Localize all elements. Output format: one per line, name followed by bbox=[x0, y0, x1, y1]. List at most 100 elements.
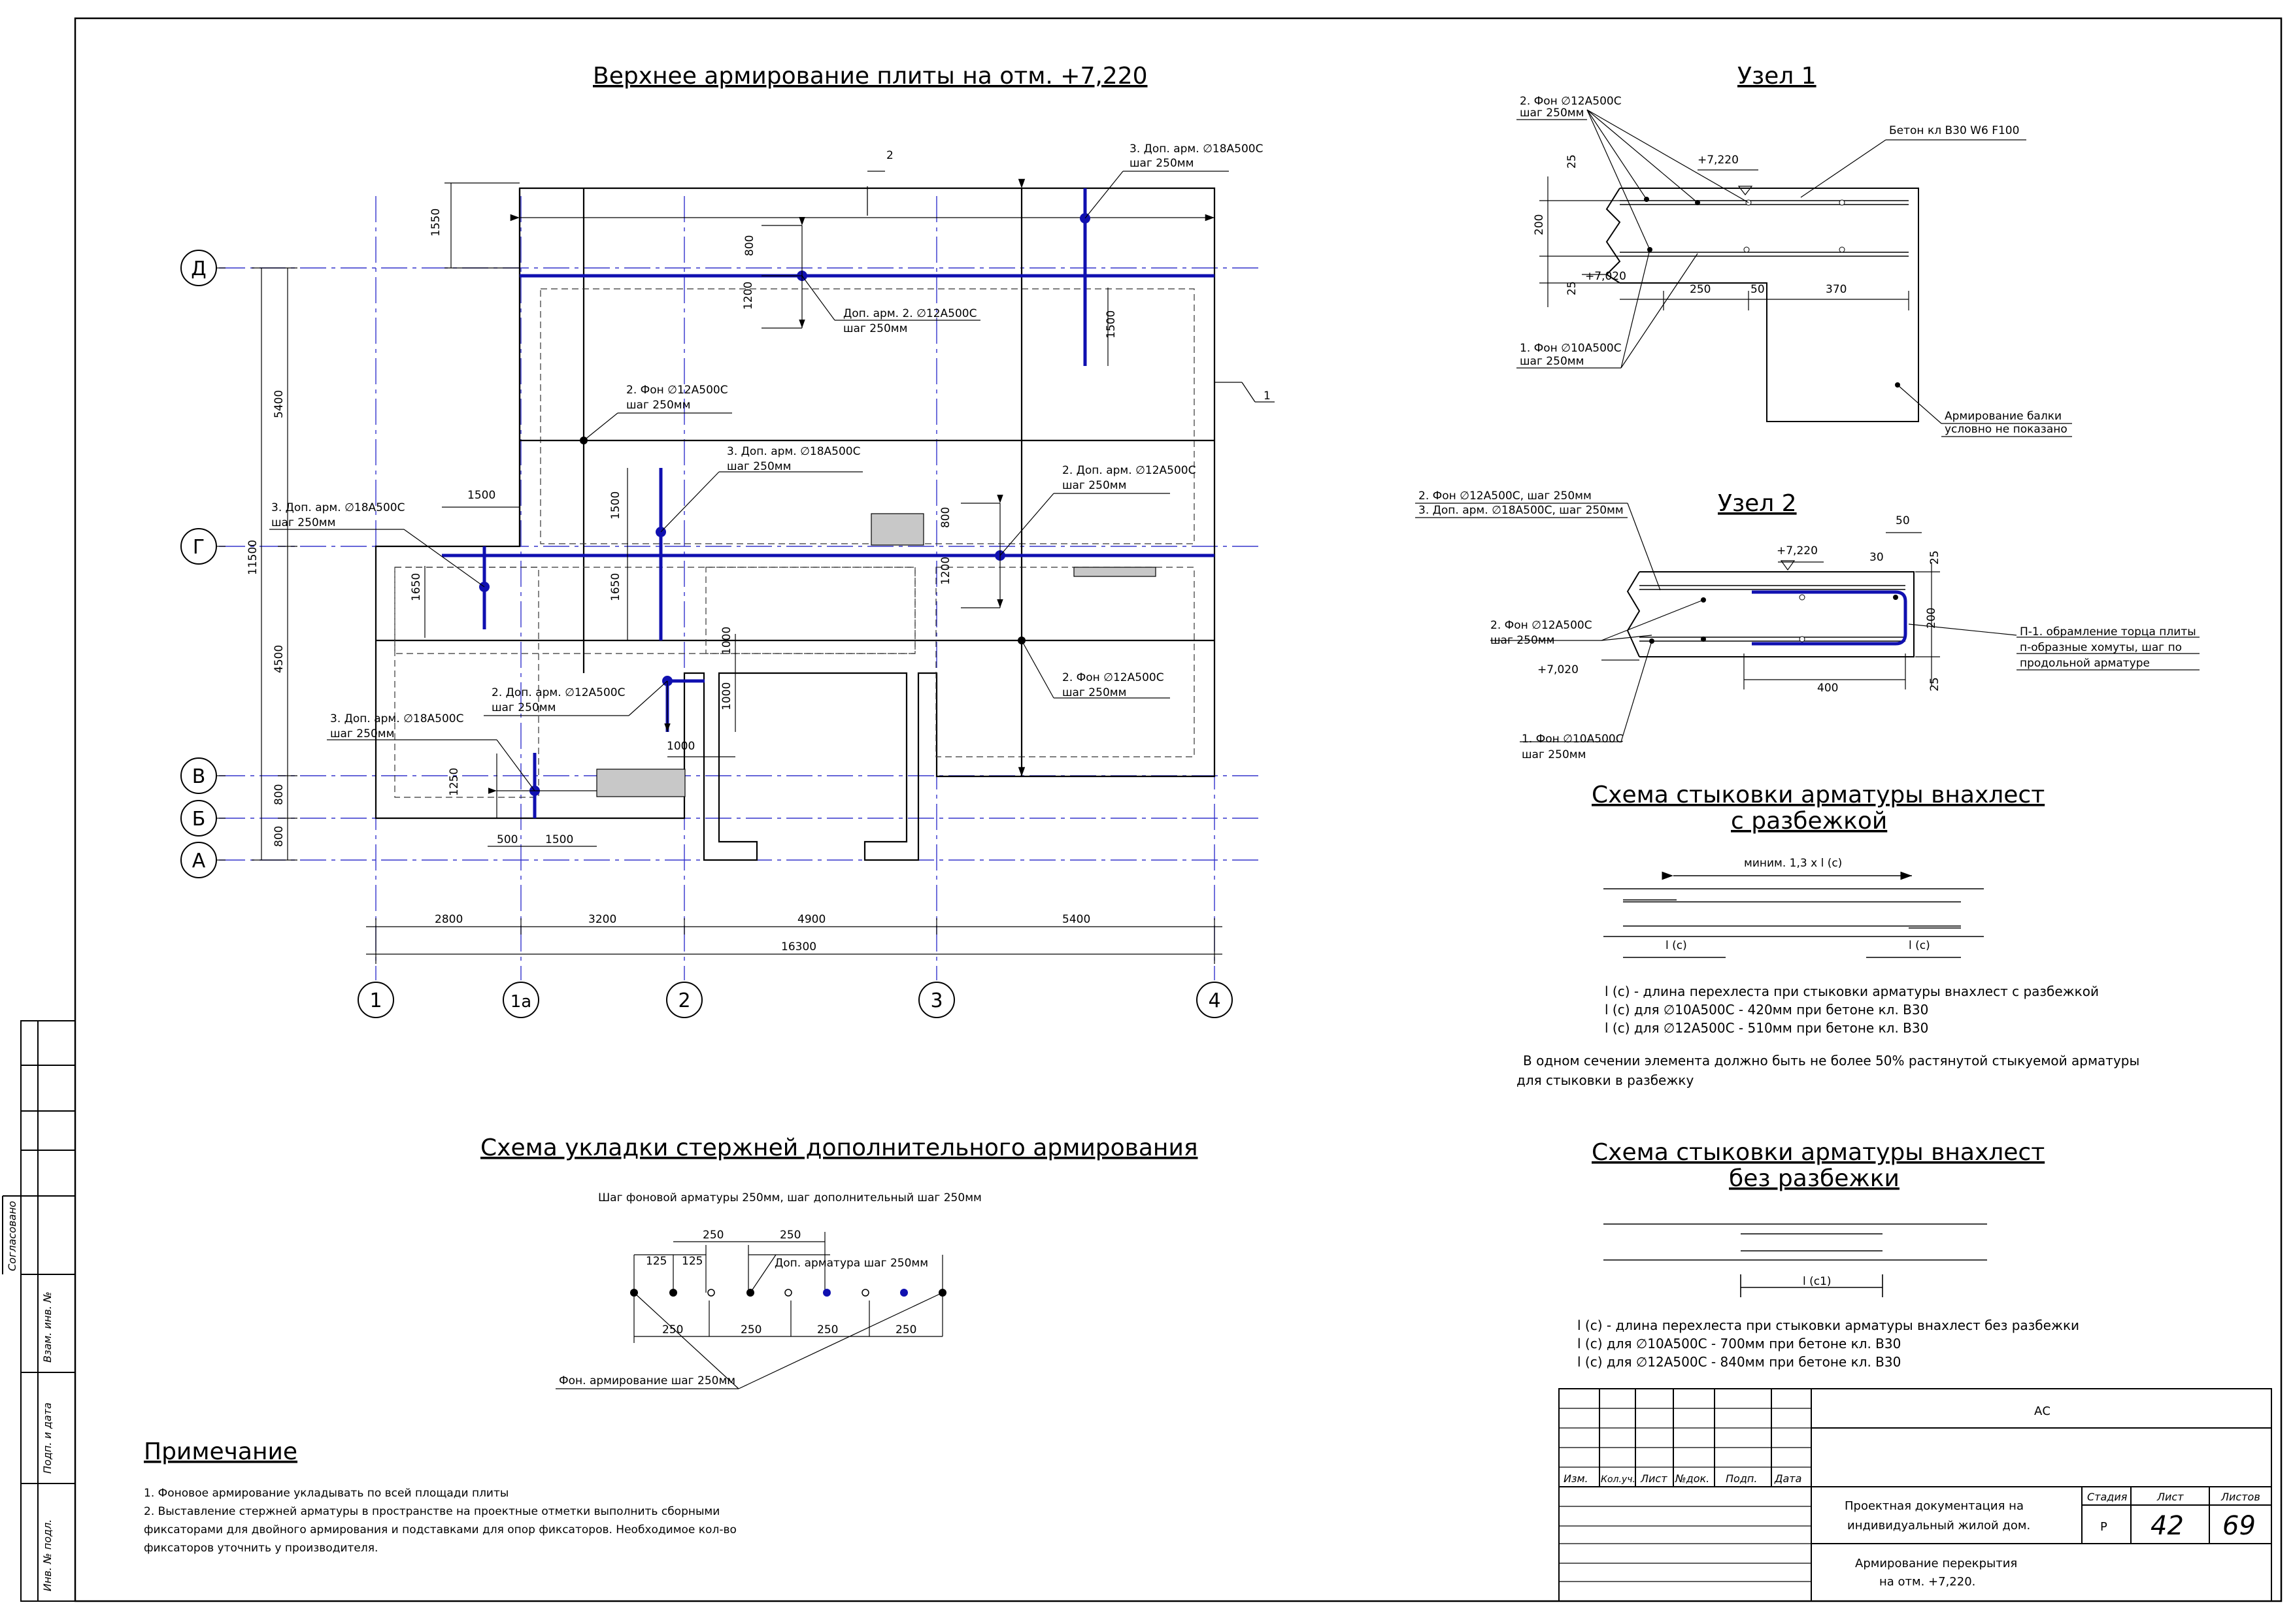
callout-text: 3. Доп. арм. ∅18А500С bbox=[330, 712, 463, 725]
lap-splice-staggered: Схема стыковки арматуры внахлест с разбе… bbox=[1516, 782, 2139, 1088]
callout-text: шаг 250мм bbox=[271, 516, 335, 529]
tb-col-header: Листов bbox=[2220, 1491, 2260, 1503]
dim-text: 5400 bbox=[1062, 913, 1090, 926]
side-stamp: Согласовано Взам. инв. № Подп. и дата Ин… bbox=[2, 1020, 76, 1602]
axis-label: 2 bbox=[678, 989, 690, 1012]
title-block: Изм. Кол.уч. Лист №док. Подп. Дата Стади… bbox=[1558, 1388, 2272, 1602]
opening-block bbox=[1073, 567, 1156, 577]
axis-label: 1 bbox=[369, 989, 382, 1012]
callout-text: шаг 250мм bbox=[1062, 479, 1126, 492]
node1-label: шаг 250мм bbox=[1520, 355, 1584, 368]
stamp-label: Согласовано bbox=[6, 1201, 18, 1271]
plan-view: Верхнее армирование плиты на отм. +7,220 bbox=[180, 63, 1275, 1018]
axis-label: Б bbox=[192, 808, 206, 831]
node2-label: 25 bbox=[1928, 550, 1941, 565]
axis-label: В bbox=[192, 765, 206, 788]
dim-text: 11500 bbox=[246, 540, 259, 575]
tb-col-header: №док. bbox=[1675, 1472, 1709, 1485]
dim-text: 1500 bbox=[609, 491, 622, 520]
node2-label: шаг 250мм bbox=[1490, 634, 1554, 647]
side-stamp-texts: Согласовано Взам. инв. № Подп. и дата Ин… bbox=[6, 1201, 54, 1591]
lap2-note: l (с) - длина перехлеста при стыковки ар… bbox=[1577, 1317, 2079, 1333]
node2-leaders bbox=[1415, 503, 2200, 742]
opening-block bbox=[871, 513, 924, 546]
dim-text: 5400 bbox=[273, 390, 286, 418]
callout-text: шаг 250мм bbox=[330, 727, 394, 740]
tb-col-header: Дата bbox=[1774, 1472, 1801, 1485]
node2-label: продольной арматуре bbox=[2020, 657, 2150, 670]
callout-texts: 3. Доп. арм. ∅18А500С шаг 250мм Доп. арм… bbox=[271, 142, 1263, 740]
node2-title: Узел 2 bbox=[1718, 490, 1797, 517]
node1-label: 200 bbox=[1533, 214, 1546, 235]
axis-bubbles bbox=[180, 250, 1233, 1018]
notes: Примечание 1. Фоновое армирование уклады… bbox=[144, 1438, 737, 1555]
node1-label: +7,220 bbox=[1698, 154, 1739, 167]
lap1-note: l (с) - длина перехлеста при стыковки ар… bbox=[1605, 984, 2099, 999]
node1-label: 50 bbox=[1750, 283, 1765, 296]
scheme-label: Доп. арматура шаг 250мм bbox=[775, 1257, 928, 1270]
callout-text: шаг 250мм bbox=[492, 701, 556, 714]
node1-label: 370 bbox=[1826, 283, 1847, 296]
left-dim-texts: 11500 5400 4500 800 800 bbox=[246, 390, 286, 847]
node1-bars bbox=[1620, 200, 1909, 257]
plan-title: Верхнее армирование плиты на отм. +7,220 bbox=[593, 63, 1148, 90]
lap1-note: l (с) для ∅10А500С - 420мм при бетоне кл… bbox=[1605, 1002, 1928, 1018]
node1-label: 25 bbox=[1565, 281, 1579, 295]
node1-label: 250 bbox=[1690, 283, 1711, 296]
node2-label: 200 bbox=[1925, 608, 1938, 629]
callout-text: шаг 250мм bbox=[843, 322, 907, 335]
node2-label: 400 bbox=[1817, 682, 1838, 695]
lap2-note: l (с) для ∅12А500С - 840мм при бетоне кл… bbox=[1577, 1354, 1901, 1370]
note-line: фиксаторов уточнить у производителя. bbox=[144, 1542, 378, 1555]
dim-text: 1550 bbox=[429, 208, 443, 237]
tb-col-header: Лист bbox=[1640, 1472, 1667, 1485]
rebar-nodes bbox=[479, 213, 1090, 796]
rebar-spacing-scheme: Схема укладки стержней дополнительного а… bbox=[480, 1135, 1198, 1389]
callout-text: Доп. арм. 2. ∅12А500С bbox=[843, 307, 977, 320]
node1-section bbox=[1605, 188, 1919, 422]
node2-label: +7,020 bbox=[1537, 663, 1579, 676]
axis-label: 4 bbox=[1208, 989, 1220, 1012]
title-block-rows bbox=[1559, 1408, 1811, 1582]
lap1-label: миним. 1,3 х l (с) bbox=[1744, 857, 1842, 870]
axis-label: 1а bbox=[510, 992, 531, 1012]
notes-lines: 1. Фоновое армирование укладывать по все… bbox=[144, 1487, 737, 1555]
lap1-note: l (с) для ∅12А500С - 510мм при бетоне кл… bbox=[1605, 1020, 1928, 1036]
dim-text: 1200 bbox=[939, 557, 952, 585]
axis-label: Г bbox=[193, 536, 205, 559]
lap1-texts: миним. 1,3 х l (с) l (с) l (с) bbox=[1665, 857, 1930, 952]
node2-u-bar bbox=[1752, 590, 1907, 646]
bottom-dim-texts: 2800 3200 4900 5400 16300 bbox=[435, 913, 1090, 953]
node2-dots bbox=[1649, 594, 1898, 644]
scheme-dim: 250 bbox=[741, 1323, 762, 1336]
lap-splice-plain: Схема стыковки арматуры внахлест без раз… bbox=[1577, 1139, 2079, 1370]
pos-mark: 1 bbox=[1264, 389, 1271, 403]
node1-texts: 2. Фон ∅12А500С шаг 250мм Бетон кл В30 W… bbox=[1520, 95, 2067, 436]
rebar-additional bbox=[442, 188, 1214, 818]
node2-bars bbox=[1639, 585, 1905, 642]
callout-text: 2. Доп. арм. ∅12А500С bbox=[492, 686, 625, 699]
scheme-label: Фон. армирование шаг 250мм bbox=[559, 1374, 735, 1387]
scheme-bars bbox=[630, 1289, 946, 1297]
dim-text: 800 bbox=[273, 826, 286, 847]
lap2-title: без разбежки bbox=[1729, 1165, 1900, 1192]
node1-dots bbox=[1644, 197, 1900, 388]
tb-col-header: Кол.уч. bbox=[1601, 1474, 1635, 1485]
dim-text: 1500 bbox=[467, 489, 495, 502]
scheme-dim: 250 bbox=[895, 1323, 916, 1336]
lap1-title: с разбежкой bbox=[1731, 808, 1887, 835]
stamp-label: Взам. инв. № bbox=[41, 1291, 54, 1363]
callout-leaders bbox=[269, 171, 1229, 791]
lap2-bars bbox=[1603, 1223, 1987, 1297]
lap1-label: l (с) bbox=[1665, 939, 1687, 952]
tb-col-header: Изм. bbox=[1564, 1472, 1588, 1485]
dim-text: 1250 bbox=[448, 768, 461, 796]
lap1-title: Схема стыковки арматуры внахлест bbox=[1592, 782, 2045, 808]
scheme-dim: 250 bbox=[817, 1323, 838, 1336]
notes-title: Примечание bbox=[144, 1438, 297, 1465]
node2-label: п-образные хомуты, шаг по bbox=[2020, 641, 2182, 654]
dim-text: 500 bbox=[497, 833, 518, 846]
callout-text: 2. Фон ∅12А500С bbox=[626, 384, 728, 397]
lap1-note: для стыковки в разбежку bbox=[1516, 1072, 1694, 1088]
